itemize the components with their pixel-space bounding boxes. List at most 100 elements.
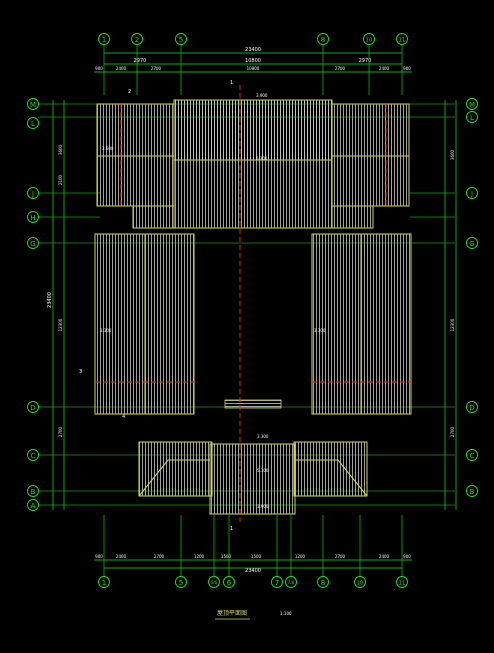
bottom-axis-5: 5 [175,515,187,588]
svg-text:D: D [30,404,35,412]
left-long-roof [94,233,195,415]
svg-text:C: C [470,452,475,460]
bottom-axis-8: 8 [317,515,329,588]
elev-gate-mid: 5.100 [257,468,269,473]
svg-text:11: 11 [399,581,405,587]
bottom-dim-4: 1500 [221,554,232,559]
bottom-dim-0: 900 [95,554,103,559]
top-dim-l3-d: 10800 [247,66,260,71]
top-overall-dim: 23400 [245,47,261,53]
ridge-centerlines [95,85,411,525]
svg-text:C: C [31,452,36,460]
svg-text:G: G [30,240,35,248]
right-axis-G: G [466,237,478,249]
right-dim-5: 2700 [450,426,455,437]
svg-text:2: 2 [135,36,139,44]
bottom-axis-7: 7 [271,515,283,588]
top-dim-l2-b: 10800 [245,58,261,64]
svg-text:7: 7 [275,579,279,587]
left-axis-B: B [27,485,39,497]
section-mark-3: 3 [79,369,82,375]
right-axis-B: B [466,485,478,497]
elev-gate-low: 3.900 [257,504,269,509]
left-dim-lines [52,100,65,510]
svg-text:L: L [470,114,474,122]
bottom-dim-5: 1500 [251,554,262,559]
right-long-roof [311,233,412,415]
left-axis-C: C [27,449,39,461]
top-axis-5: 5 [175,33,187,95]
left-dim-4: 12300 [58,318,63,331]
svg-text:D: D [469,404,474,412]
top-axis-10: 10 [363,33,375,95]
bottom-axis-7-8: 7/8 [285,515,297,588]
top-dimension-group [94,52,412,73]
svg-text:5: 5 [179,36,183,44]
right-axis-M: M [466,98,478,110]
right-axis-J: J [466,187,478,199]
top-axis-11: 11 [396,33,408,95]
top-dim-l2-a: 2970 [134,58,147,64]
top-left-wing-roof [96,103,175,229]
left-axis-M: M [27,98,39,110]
top-axis-1: 1 [98,33,110,95]
left-dim-5: 2700 [58,426,63,437]
drawing-title: 屋顶平面图 [217,610,247,617]
right-dim-lines [444,100,457,510]
bottom-dim-7: 2700 [335,554,346,559]
svg-text:5/6: 5/6 [211,580,218,585]
top-dim-l3-f: 2400 [379,66,390,71]
svg-text:6: 6 [227,579,232,587]
entrance-step [224,399,282,409]
svg-text:J: J [470,190,473,198]
left-axis-H: H [27,211,39,223]
svg-text:10: 10 [366,38,372,44]
section-mark-1: 1 [230,80,233,86]
elev-left: 3.600 [102,146,114,151]
svg-text:1: 1 [102,36,106,44]
drawing-scale: 1:100 [280,611,292,616]
svg-text:A: A [31,502,36,510]
left-dim-0: 3600 [58,144,63,155]
elev-right-block: 3.300 [314,328,326,333]
bottom-axis-11: 11 [396,515,408,588]
top-axis-2: 2 [131,33,143,95]
top-right-wing-roof [331,103,410,229]
top-axis-8: 8 [317,33,329,95]
bottom-axis-6: 6 [223,515,235,588]
top-dim-l3-e: 2700 [335,66,346,71]
right-axis-L: L [466,111,478,123]
svg-text:G: G [469,240,474,248]
bottom-axis-1: 1 [98,515,110,588]
bottom-axis-5-6: 5/6 [208,515,220,588]
svg-text:7/8: 7/8 [288,580,295,585]
top-dim-l3-c: 2700 [151,66,162,71]
section-mark-4: 4 [122,414,125,420]
left-dim-1: 2100 [58,174,63,185]
svg-text:5: 5 [179,579,183,587]
right-axis-D: D [466,401,478,413]
bottom-dim-6: 1200 [295,554,306,559]
bottom-dim-2: 2700 [154,554,165,559]
bottom-overall-dim: 23400 [245,568,261,574]
section-mark-1b: 1 [230,526,233,532]
svg-text:M: M [469,101,475,109]
svg-text:1: 1 [102,579,106,587]
svg-text:10: 10 [357,581,363,587]
top-dim-l2-c: 2970 [359,58,372,64]
svg-text:H: H [30,214,35,222]
left-total-dim: 23400 [47,292,53,308]
svg-text:B: B [31,488,36,496]
right-axis-C: C [466,449,478,461]
svg-text:11: 11 [399,38,405,44]
elev-top: 3.900 [256,93,268,98]
left-axis-A: A [27,499,39,511]
left-axis-J: J [27,187,39,199]
elev-gate: 3.300 [257,434,269,439]
bottom-dim-1: 2400 [116,554,127,559]
svg-text:8: 8 [321,579,325,587]
left-axis-D: D [27,401,39,413]
bottom-dim-8: 2400 [379,554,390,559]
right-dim-0: 3600 [450,149,455,160]
